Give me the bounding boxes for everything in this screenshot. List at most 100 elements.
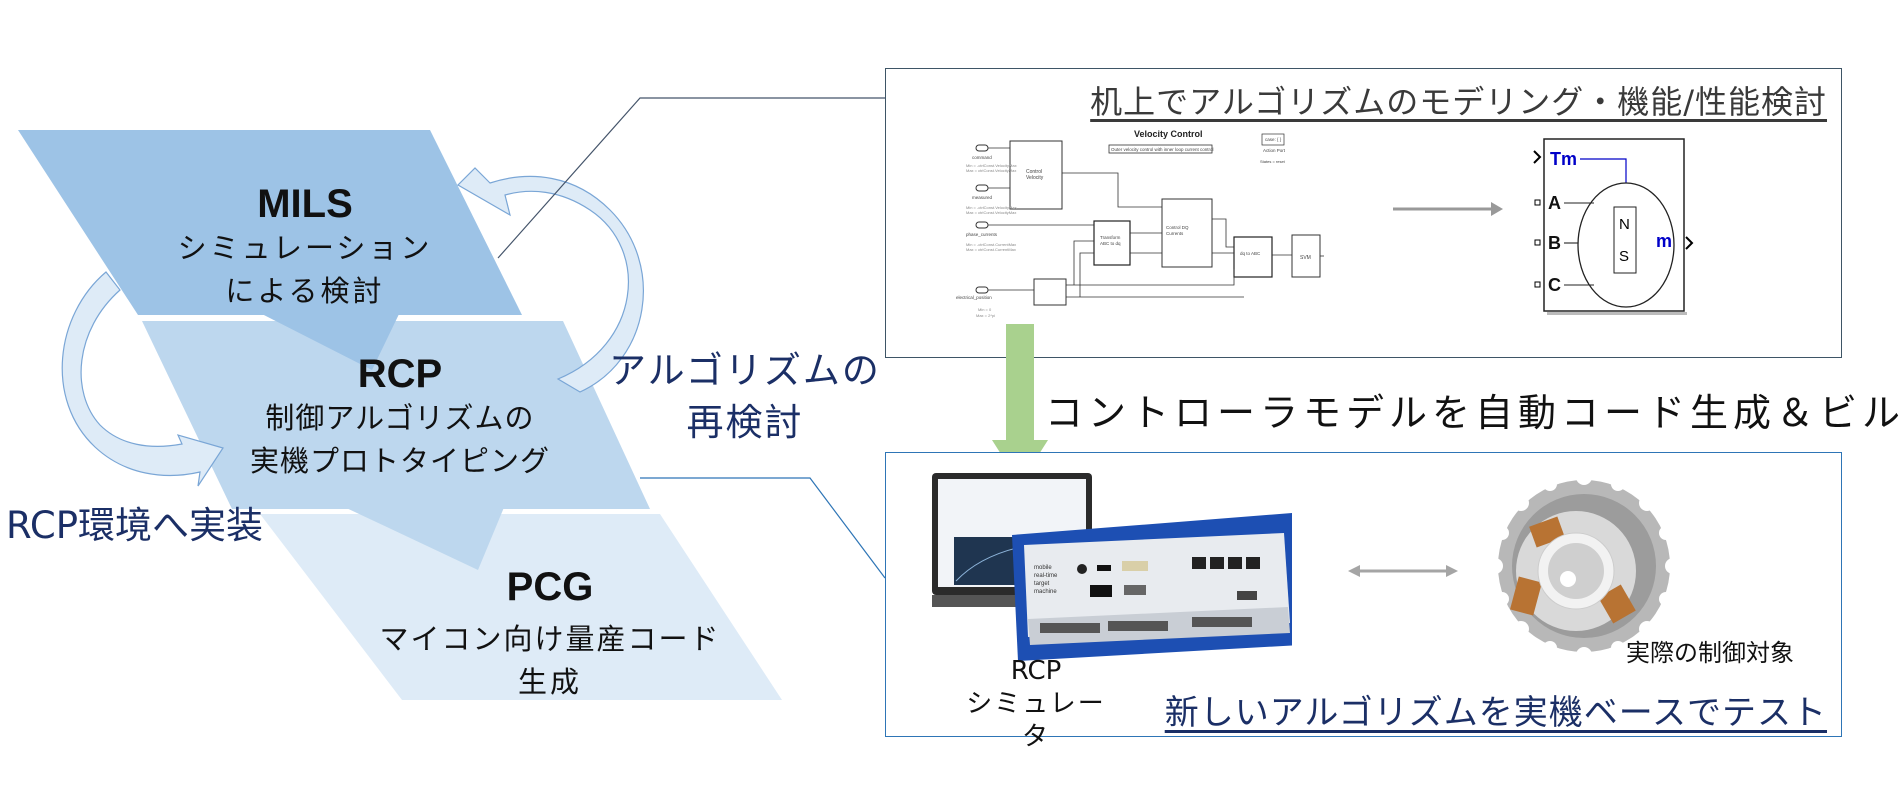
hil-test-panel: mobile real-time target machine RCP シミュレ…: [885, 452, 1842, 752]
connector-top: [497, 97, 885, 259]
action-port-states: States = reset: [1260, 159, 1286, 164]
block-sin-cos: [1033, 278, 1067, 306]
inport-label: measured: [972, 195, 993, 200]
port-tm: Tm: [1550, 149, 1577, 169]
conn-port-icon: [1534, 239, 1541, 246]
block-label: Velocity: [1026, 175, 1044, 181]
stage-title: MILS: [257, 182, 353, 226]
range-label: Min = -ctrlConst.CurrentMax: [966, 242, 1016, 247]
input-port-arrow-icon: [1533, 150, 1542, 164]
range-label: Max = ctrlConst.VelocityMax: [966, 210, 1016, 215]
block-control-velocity: [1009, 140, 1063, 210]
inport: [975, 221, 989, 229]
simulator-label-line: RCP: [1010, 656, 1062, 686]
wires: [988, 147, 1324, 298]
stage-desc-line: 生成: [517, 665, 582, 699]
block-label: dq to ABC: [1240, 251, 1261, 256]
bidirectional-arrow: [1348, 565, 1458, 577]
stage-rcp: RCP 制御アルゴリズムの 実機プロトタイピング: [240, 352, 560, 483]
range-label: Min = -ctrlConst.VelocityMax: [966, 163, 1017, 168]
port-m: m: [1656, 231, 1672, 251]
block-label: Control: [1026, 169, 1042, 175]
inport: [975, 184, 989, 192]
device-text: real-time: [1034, 573, 1058, 579]
motor-housing: [1487, 471, 1681, 661]
block-label: ABC to dq: [1100, 241, 1121, 246]
stage-pcg: PCG マイコン向け量産コード 生成: [360, 565, 740, 704]
stage-shape-rcp: [142, 321, 650, 509]
mils-chevron: [258, 312, 400, 370]
target-machine: mobile real-time target machine: [1012, 513, 1292, 661]
rethink-label: アルゴリズムの 再検討: [600, 345, 890, 449]
block-label: Transform: [1100, 235, 1121, 240]
modeling-panel: 机上でアルゴリズムのモデリング・機能/性能検討 Velocity Control…: [885, 68, 1842, 358]
rethink-label-line: アルゴリズムの: [609, 349, 881, 392]
stage-desc-line: マイコン向け量産コード: [379, 622, 721, 656]
inport: [975, 286, 989, 294]
block-label: SVM: [1300, 255, 1311, 261]
implement-loop-arrow: [61, 271, 224, 487]
inport-label: electrical_position: [956, 295, 992, 300]
block-transform-abc-dq: [1093, 220, 1131, 266]
range-label: Max = 2*pi: [976, 313, 995, 318]
inport-label: phase_currents: [966, 232, 998, 237]
device-text: target: [1034, 581, 1050, 587]
model-subtitle-box: [1108, 144, 1213, 154]
rcp-chevron: [340, 505, 505, 570]
range-label: Min = -ctrlConst.VelocityMax: [966, 205, 1017, 210]
connector-bottom: [640, 477, 886, 579]
conn-port-icon: [1534, 281, 1541, 288]
hil-panel-heading: 新しいアルゴリズムを実機ベースでテスト: [1164, 693, 1827, 733]
magnet-icon: [1613, 206, 1637, 274]
range-label: Min = 0: [978, 307, 992, 312]
tm-wire: [1580, 158, 1627, 185]
rotor-s: S: [1619, 248, 1629, 265]
simulator-label: RCP シミュレータ: [956, 655, 1116, 754]
stage-mils: MILS シミュレーション による検討: [150, 182, 460, 313]
block-transform-dq-abc: [1233, 236, 1273, 278]
simulink-model: Velocity Control Outer velocity control …: [956, 129, 1324, 318]
inport: [975, 144, 989, 152]
block-label: Currents: [1166, 231, 1184, 236]
range-label: Max = ctrlConst.VelocityMax: [966, 168, 1016, 173]
stage-desc-line: シミュレーション: [177, 231, 433, 265]
rethink-label-line: 再検討: [686, 401, 804, 444]
pmsm-motor-block: Tm N S A B C m: [1533, 138, 1694, 315]
real-motor-image: [1487, 471, 1681, 661]
action-port-label: case: { }: [1265, 137, 1282, 142]
output-port-arrow-icon: [1685, 236, 1694, 250]
stage-title: PCG: [506, 565, 594, 609]
stage-desc-line: 制御アルゴリズムの: [265, 401, 535, 435]
phase-wires: [1564, 202, 1594, 286]
modeling-panel-heading: 机上でアルゴリズムのモデリング・機能/性能検討: [1090, 83, 1827, 121]
model-title: Velocity Control: [1134, 129, 1203, 139]
model-to-plant-arrow: [1393, 202, 1503, 216]
target-label: 実際の制御対象: [1626, 639, 1794, 667]
conn-port-icon: [1534, 199, 1541, 206]
codegen-caption: コントローラモデルを自動コード生成＆ビルド: [1045, 391, 1899, 435]
stage-shape-pcg: [260, 514, 782, 700]
stage-desc-line: による検討: [225, 274, 385, 308]
implement-label: RCP環境へ実装: [6, 504, 264, 547]
inport-label: command: [972, 155, 992, 160]
model-subtitle: Outer velocity control with inner loop c…: [1111, 147, 1214, 152]
port-c: C: [1548, 275, 1561, 295]
stage-shape-mils: [18, 130, 522, 315]
action-port-block: [1261, 133, 1285, 146]
device-text: mobile: [1034, 565, 1052, 571]
block-label: Control DQ: [1166, 225, 1189, 230]
port-a: A: [1548, 193, 1561, 213]
range-label: Max = ctrlConst.CurrentMax: [966, 247, 1016, 252]
action-port-caption: Action Port: [1263, 148, 1286, 153]
block-control-dq: [1161, 198, 1213, 268]
simulator-label-line: シミュレータ: [966, 689, 1106, 752]
rethink-loop-arrow: [457, 167, 644, 393]
rcp-simulator-image: mobile real-time target machine: [932, 473, 1292, 661]
stage-title: RCP: [357, 352, 443, 396]
motor-block-shadow: [1547, 312, 1687, 315]
rotor-n: N: [1619, 216, 1630, 233]
device-text: machine: [1034, 589, 1057, 595]
port-b: B: [1548, 233, 1561, 253]
stage-desc-line: 実機プロトタイピング: [249, 444, 550, 478]
